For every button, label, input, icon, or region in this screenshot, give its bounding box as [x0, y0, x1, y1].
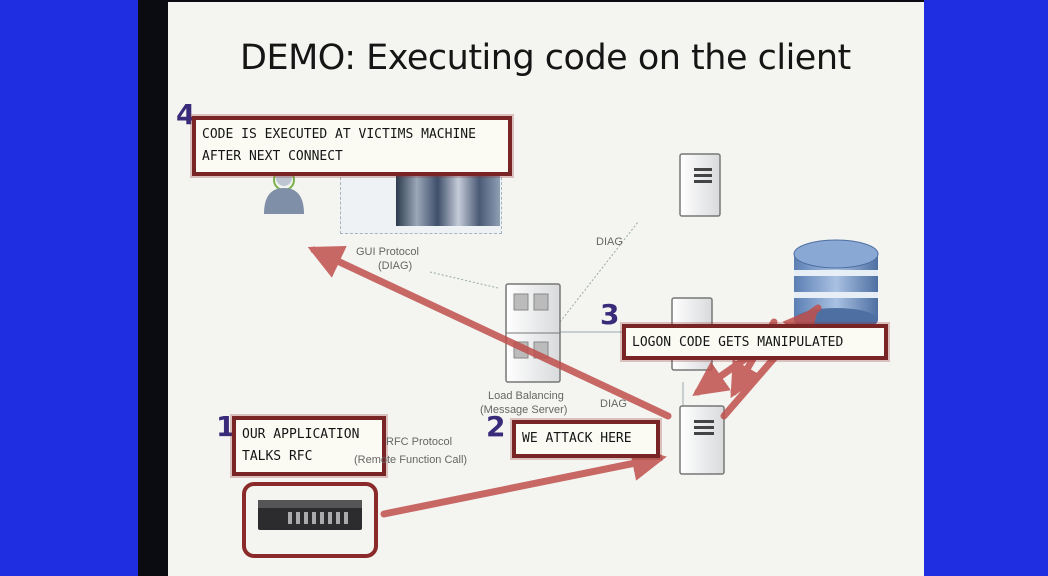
- server-icon: [679, 153, 721, 217]
- callout-text-line: AFTER NEXT CONNECT: [202, 149, 343, 164]
- left-blue-border: [0, 0, 138, 576]
- attack-arrows: [307, 246, 822, 518]
- right-blue-border: [924, 0, 1048, 576]
- callout-text-line: OUR APPLICATION: [242, 427, 360, 442]
- server-icon: [679, 405, 725, 475]
- step-number-1: 1: [216, 410, 236, 443]
- network-diagram: [242, 153, 879, 558]
- callout-text-line: TALKS RFC: [242, 449, 313, 464]
- user-icon: [264, 169, 304, 214]
- step-number-3: 3: [600, 298, 620, 331]
- callout-text-line: LOGON CODE GETS MANIPULATED: [632, 335, 844, 350]
- rfc-protocol-sub-label: (Remote Function Call): [354, 454, 468, 466]
- load-balancing-label: Load Balancing: [488, 390, 564, 402]
- callout-text-line: WE ATTACK HERE: [522, 431, 632, 446]
- presentation-slide: DEMO: Executing code on the client: [168, 2, 924, 576]
- callout-step-3: LOGON CODE GETS MANIPULATED: [622, 324, 888, 360]
- gui-protocol-label: GUI Protocol: [356, 246, 419, 258]
- left-dark-gap: [138, 0, 168, 576]
- message-server-label: (Message Server): [480, 404, 568, 416]
- step-number-2: 2: [486, 410, 506, 443]
- rack-server-icon: [242, 482, 378, 558]
- callout-step-4: CODE IS EXECUTED AT VICTIMS MACHINE AFTE…: [192, 116, 512, 176]
- slide-title: DEMO: Executing code on the client: [240, 38, 851, 78]
- callout-text-line: CODE IS EXECUTED AT VICTIMS MACHINE: [202, 127, 476, 142]
- gui-protocol-sub-label: (DIAG): [378, 260, 413, 272]
- diag-label-top: DIAG: [596, 236, 623, 248]
- diag-label-mid: DIAG: [600, 398, 627, 410]
- server-icon: [505, 283, 561, 383]
- step-number-4: 4: [176, 98, 196, 131]
- callout-step-2: WE ATTACK HERE: [512, 420, 660, 458]
- rfc-protocol-label: RFC Protocol: [386, 436, 453, 448]
- callout-step-1: OUR APPLICATION TALKS RFC: [232, 416, 386, 476]
